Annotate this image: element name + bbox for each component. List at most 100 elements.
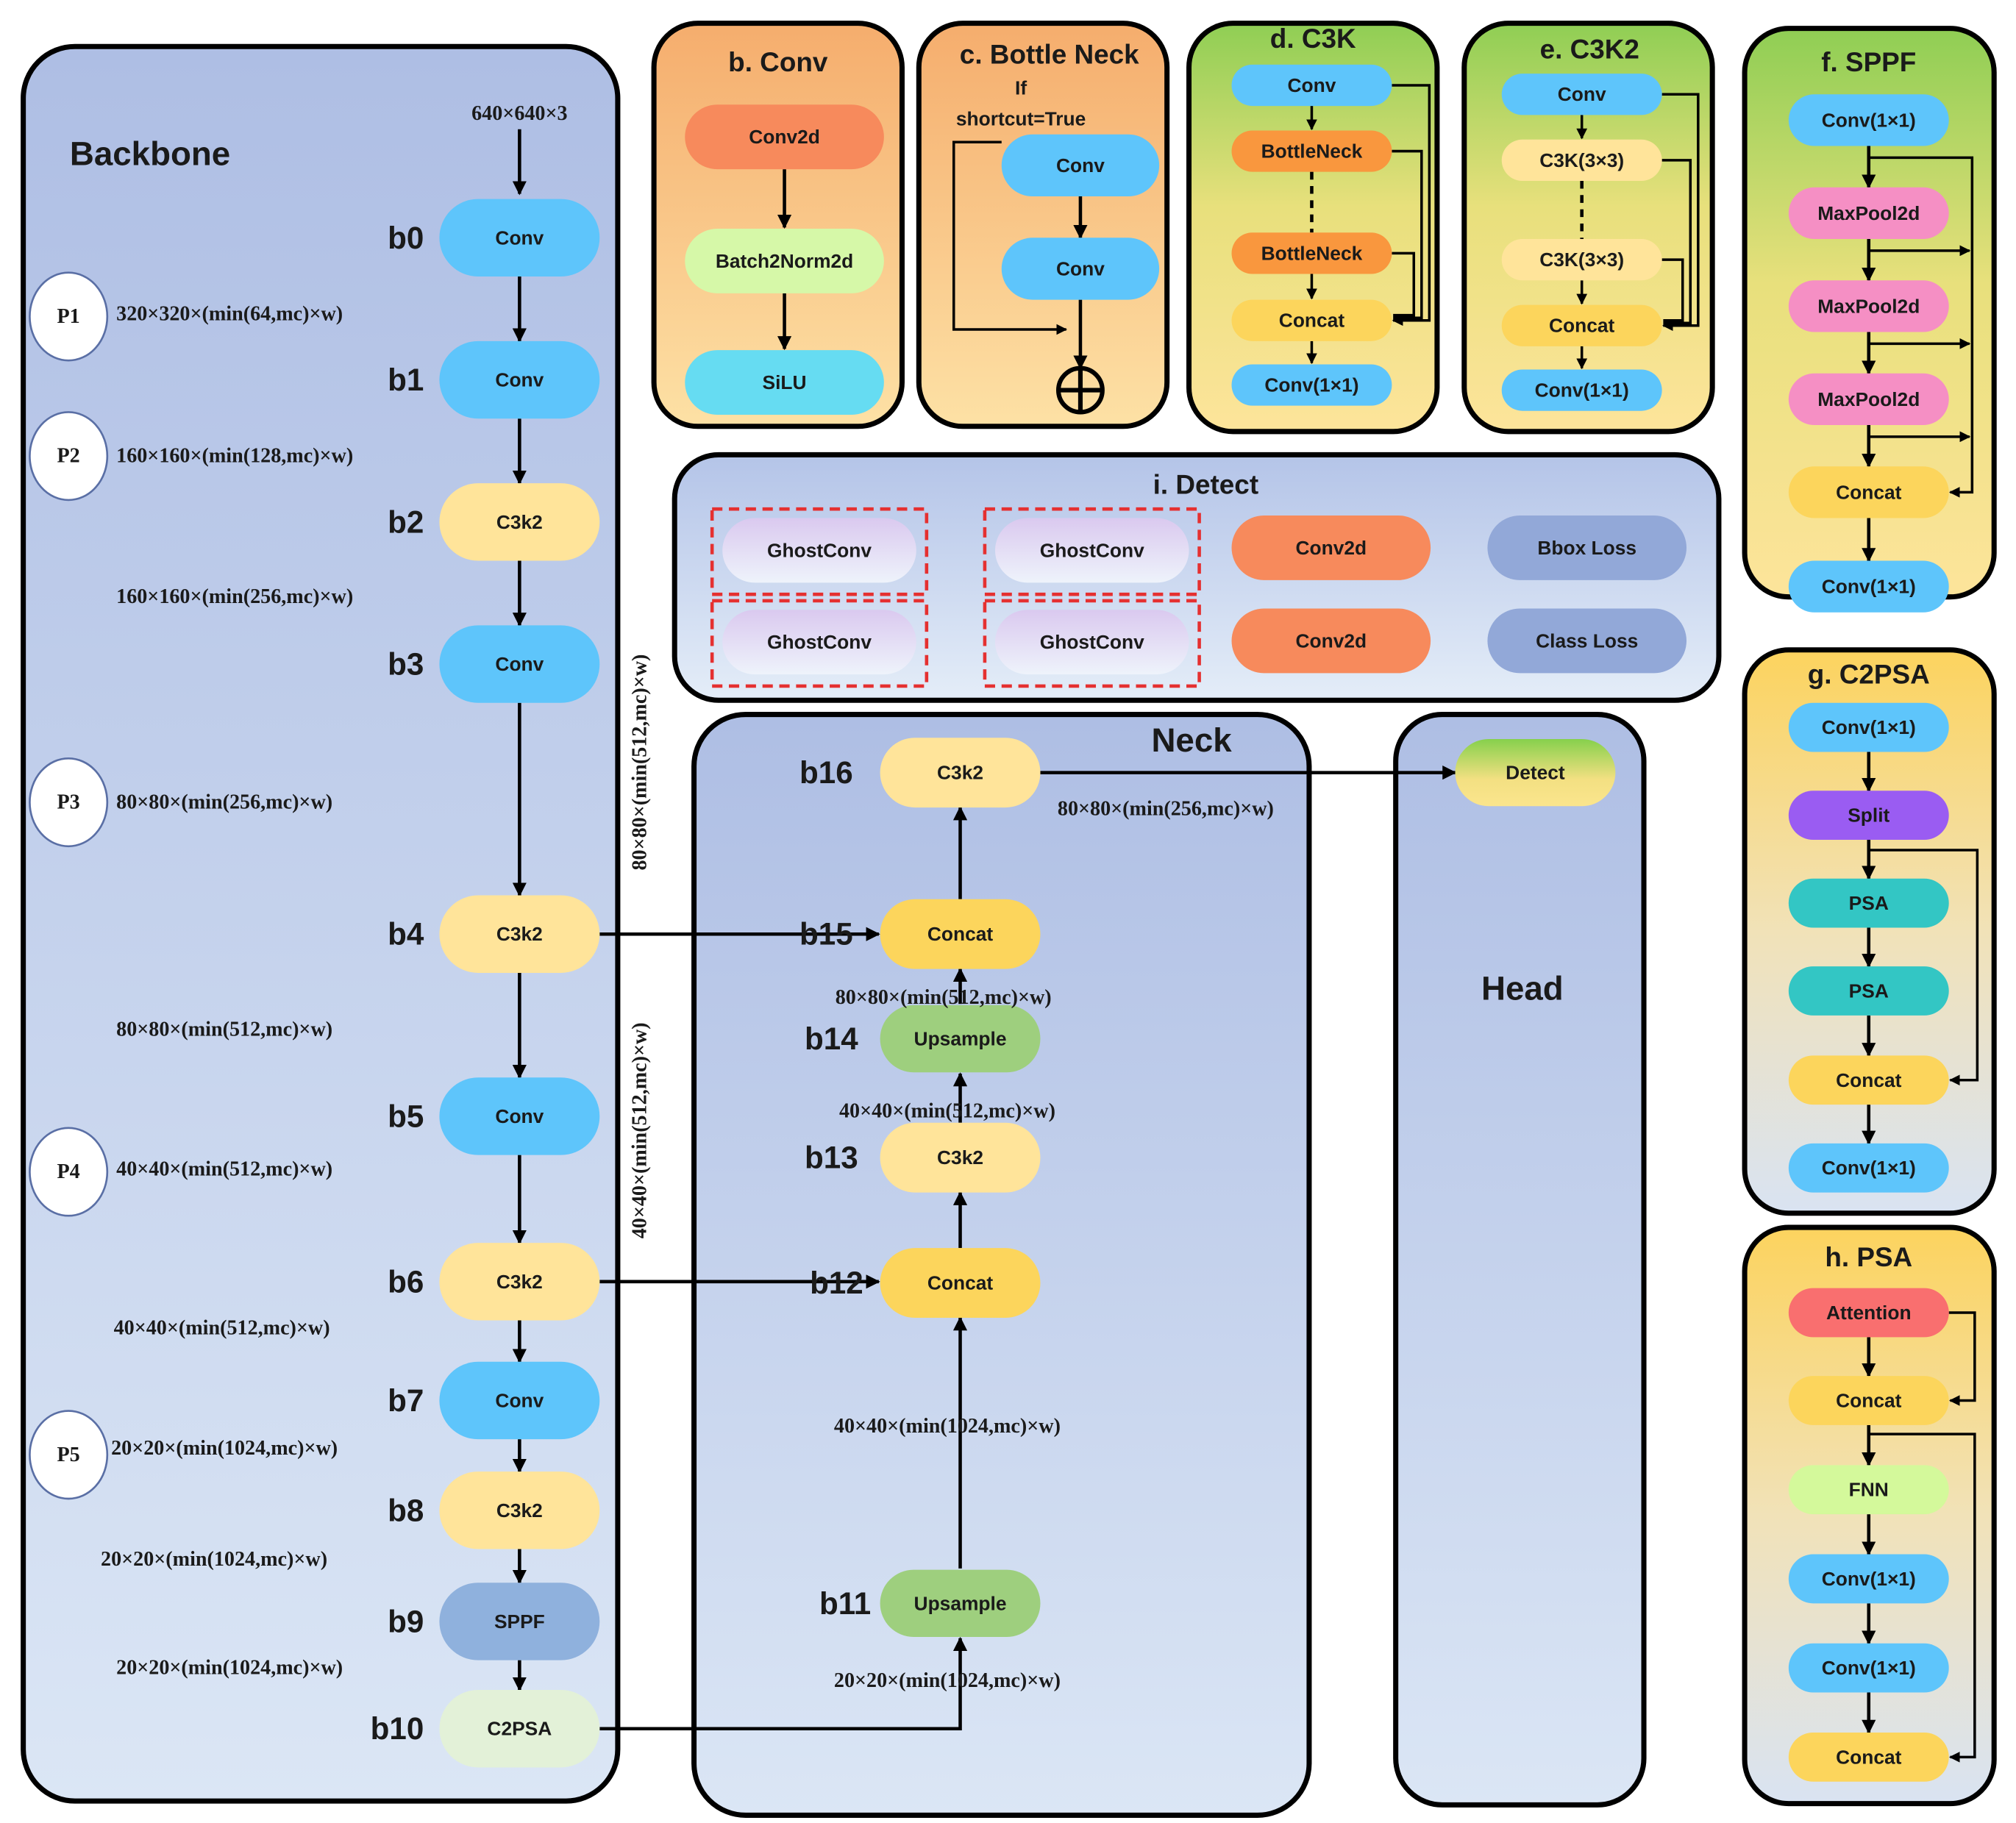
bottleneck-conv-0 <box>1001 134 1160 197</box>
backbone-node-b6-label: C3k2 <box>496 1271 543 1293</box>
panel-layer <box>21 21 1997 1818</box>
sppf-node-3 <box>1788 373 1949 426</box>
c3k2-node-0 <box>1501 74 1662 115</box>
c3k2-node-4-label: Conv(1×1) <box>1535 379 1629 402</box>
c3k2-node-2-label: C3K(3×3) <box>1539 249 1624 271</box>
c3k2-node-4 <box>1501 369 1662 411</box>
edge-b10-b11 <box>599 1636 968 1731</box>
detect-class-loss <box>1487 608 1687 674</box>
head-panel <box>1393 712 1647 1808</box>
backbone-id-b9: b9 <box>388 1604 424 1638</box>
backbone-dim-5: 40×40×(min(512,mc)×w) <box>116 1157 332 1180</box>
backbone-id-b6: b6 <box>388 1264 424 1299</box>
backbone-id-b7: b7 <box>388 1383 424 1418</box>
neck-dim-0: 20×20×(min(1024,mc)×w) <box>834 1669 1061 1692</box>
detect-conv2d-0 <box>1231 515 1431 580</box>
backbone-dim-6: 40×40×(min(512,mc)×w) <box>114 1317 330 1340</box>
backbone-node-b8-label: C3k2 <box>496 1499 543 1521</box>
psa-node-2 <box>1788 1465 1949 1515</box>
c2psa-node-1 <box>1788 791 1949 840</box>
head-title: Head <box>1481 970 1564 1007</box>
detect-conv2d-1-label: Conv2d <box>1296 629 1367 652</box>
sppf-node-0-label: Conv(1×1) <box>1822 109 1916 131</box>
bottleneck-conv-1-label: Conv <box>1056 257 1105 279</box>
detect-ghostconv-0-label: GhostConv <box>767 539 872 561</box>
c3k-node-3-label: Concat <box>1279 310 1345 332</box>
scale-label-P1: P1 <box>57 305 80 328</box>
neck-node-b14 <box>880 1005 1041 1073</box>
bottleneck-panel <box>916 21 1170 429</box>
scale-circle-P4 <box>29 1127 109 1217</box>
conv-title: b. Conv <box>728 47 828 77</box>
c3k2-title: e. C3K2 <box>1540 34 1639 64</box>
c3k2-node-1-label: C3K(3×3) <box>1539 149 1624 171</box>
c2psa-node-5-label: Conv(1×1) <box>1822 1157 1916 1179</box>
backbone-node-b1 <box>439 340 600 419</box>
psa-node-1-label: Concat <box>1836 1389 1902 1411</box>
edge-c3k-skip-1 <box>1392 149 1423 319</box>
backbone-node-b4-label: C3k2 <box>496 923 543 945</box>
bottleneck-title: c. Bottle Neck <box>960 39 1139 69</box>
psa-node-4-label: Conv(1×1) <box>1822 1657 1916 1679</box>
psa-title: h. PSA <box>1825 1242 1912 1272</box>
edge-c3k-skip-2 <box>1392 251 1416 317</box>
scale-label-P5: P5 <box>57 1444 80 1466</box>
detect-ghostconv-3-label: GhostConv <box>1040 631 1144 653</box>
c2psa-node-1-label: Split <box>1848 805 1889 827</box>
backbone-node-b2 <box>439 483 600 561</box>
side-dim-40: 40×40×(min(512,mc)×w) <box>628 1022 651 1238</box>
neck-node-b14-label: Upsample <box>914 1028 1007 1050</box>
bottleneck-conv-0-label: Conv <box>1056 154 1105 176</box>
c3k-node-1 <box>1231 130 1392 172</box>
backbone-node-b3 <box>439 625 600 703</box>
neck-node-b15-label: Concat <box>927 923 994 945</box>
backbone-dim-3: 80×80×(min(256,mc)×w) <box>116 791 332 814</box>
backbone-title: Backbone <box>70 135 230 173</box>
backbone-node-b3-label: Conv <box>495 653 544 675</box>
backbone-dim-8: 20×20×(min(1024,mc)×w) <box>101 1548 327 1571</box>
c2psa-node-0-label: Conv(1×1) <box>1822 716 1916 738</box>
backbone-id-b5: b5 <box>388 1099 424 1133</box>
neck-id-b11: b11 <box>819 1586 871 1621</box>
backbone-node-b7-label: Conv <box>495 1389 544 1411</box>
neck-node-b16 <box>880 738 1041 808</box>
c2psa-node-5 <box>1788 1143 1949 1193</box>
detect-conv2d-1 <box>1231 608 1431 674</box>
c3k-node-0-label: Conv <box>1288 74 1336 96</box>
scale-label-P4: P4 <box>57 1160 80 1183</box>
scale-circle-P3 <box>29 757 109 848</box>
neck-id-b13: b13 <box>805 1141 858 1175</box>
sppf-node-0 <box>1788 94 1949 146</box>
backbone-node-b6 <box>439 1243 600 1321</box>
backbone-id-b10: b10 <box>371 1711 424 1746</box>
backbone-id-b8: b8 <box>388 1493 424 1527</box>
psa-node-0-label: Attention <box>1826 1302 1912 1324</box>
backbone-id-b3: b3 <box>388 647 424 682</box>
ghost-dashed-box-2 <box>710 599 929 688</box>
neck-id-b14: b14 <box>805 1021 858 1056</box>
neck-node-b11-label: Upsample <box>914 1592 1007 1614</box>
head-detect-node-label: Detect <box>1506 762 1565 784</box>
detect-ghostconv-0 <box>722 518 916 583</box>
sppf-node-2-label: MaxPool2d <box>1817 295 1920 317</box>
backbone-node-b0-label: Conv <box>495 226 544 249</box>
c3k-node-0 <box>1231 64 1392 107</box>
detect-title: i. Detect <box>1153 469 1258 499</box>
conv-node-2 <box>685 350 884 415</box>
c2psa-title: g. C2PSA <box>1808 660 1930 690</box>
neck-dim-3: 80×80×(min(512,mc)×w) <box>836 986 1052 1009</box>
c3k-title: d. C3K <box>1270 24 1356 54</box>
backbone-node-b9-label: SPPF <box>494 1610 545 1633</box>
add-icon-cross <box>1058 368 1103 413</box>
detect-ghostconv-3 <box>994 610 1189 675</box>
c2psa-node-3 <box>1788 966 1949 1016</box>
detect-ghostconv-2-label: GhostConv <box>767 631 872 653</box>
c3k-node-1-label: BottleNeck <box>1261 140 1363 163</box>
sppf-node-1 <box>1788 187 1949 240</box>
c3k2-node-2 <box>1501 239 1662 281</box>
neck-dim-1: 40×40×(min(1024,mc)×w) <box>834 1415 1061 1438</box>
conv-node-1-label: Batch2Norm2d <box>716 250 853 272</box>
edge-c3k2-skip-2 <box>1661 258 1684 322</box>
